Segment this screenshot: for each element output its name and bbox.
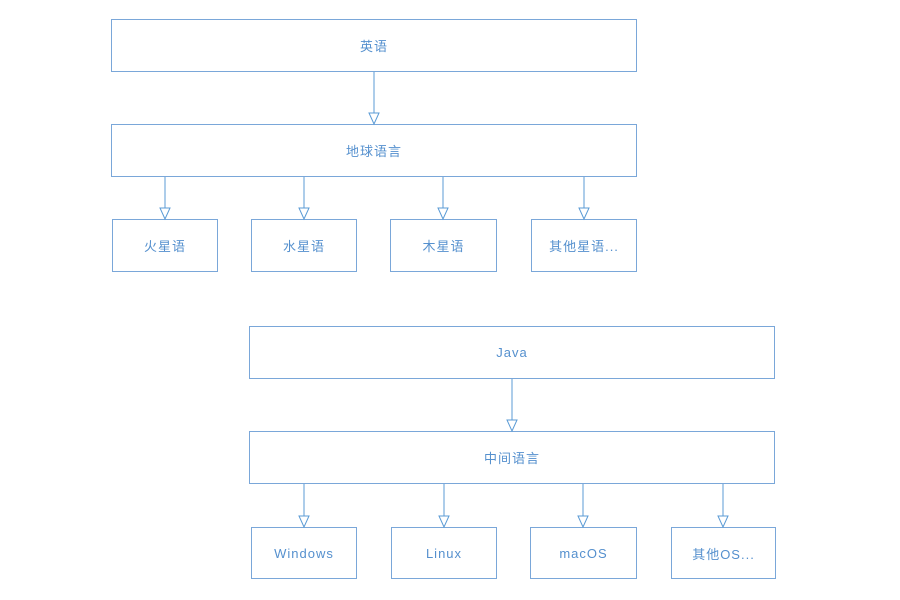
node-macos-label: macOS: [559, 545, 608, 561]
node-macos: macOS: [530, 527, 637, 579]
node-intermediate-language-label: 中间语言: [483, 451, 540, 466]
node-windows: Windows: [251, 527, 357, 579]
node-mercury-language: 水星语: [251, 219, 357, 272]
node-other-os: 其他OS...: [671, 527, 776, 579]
arrow-intermediate-to-windows: [298, 484, 310, 529]
arrow-english-to-earth-language: [368, 72, 380, 126]
node-other-star-languages-label: 其他星语...: [549, 239, 619, 254]
node-jupiter-language-label: 木星语: [422, 239, 465, 254]
node-windows-label: Windows: [274, 545, 334, 561]
arrow-intermediate-to-macos: [577, 484, 589, 529]
node-mercury-language-label: 水星语: [282, 239, 325, 254]
node-linux: Linux: [391, 527, 497, 579]
arrow-intermediate-to-other-os: [717, 484, 729, 529]
node-english-label: 英语: [359, 39, 388, 54]
arrow-earth-to-jupiter-language: [437, 177, 449, 221]
arrow-earth-to-mercury-language: [298, 177, 310, 221]
node-other-os-label: 其他OS...: [692, 546, 755, 562]
node-mars-language: 火星语: [112, 219, 218, 272]
node-other-star-languages: 其他星语...: [531, 219, 637, 272]
arrow-intermediate-to-linux: [438, 484, 450, 529]
node-linux-label: Linux: [425, 545, 463, 561]
node-intermediate-language: 中间语言: [249, 431, 775, 484]
arrow-earth-to-mars-language: [159, 177, 171, 221]
node-earth-language-label: 地球语言: [345, 144, 402, 159]
node-java-label: Java: [496, 345, 528, 360]
node-java: Java: [249, 326, 775, 379]
node-jupiter-language: 木星语: [390, 219, 497, 272]
node-english: 英语: [111, 19, 637, 72]
node-mars-language-label: 火星语: [143, 239, 186, 254]
node-earth-language: 地球语言: [111, 124, 637, 177]
arrow-earth-to-other-star-languages: [578, 177, 590, 221]
arrow-java-to-intermediate-language: [506, 379, 518, 433]
